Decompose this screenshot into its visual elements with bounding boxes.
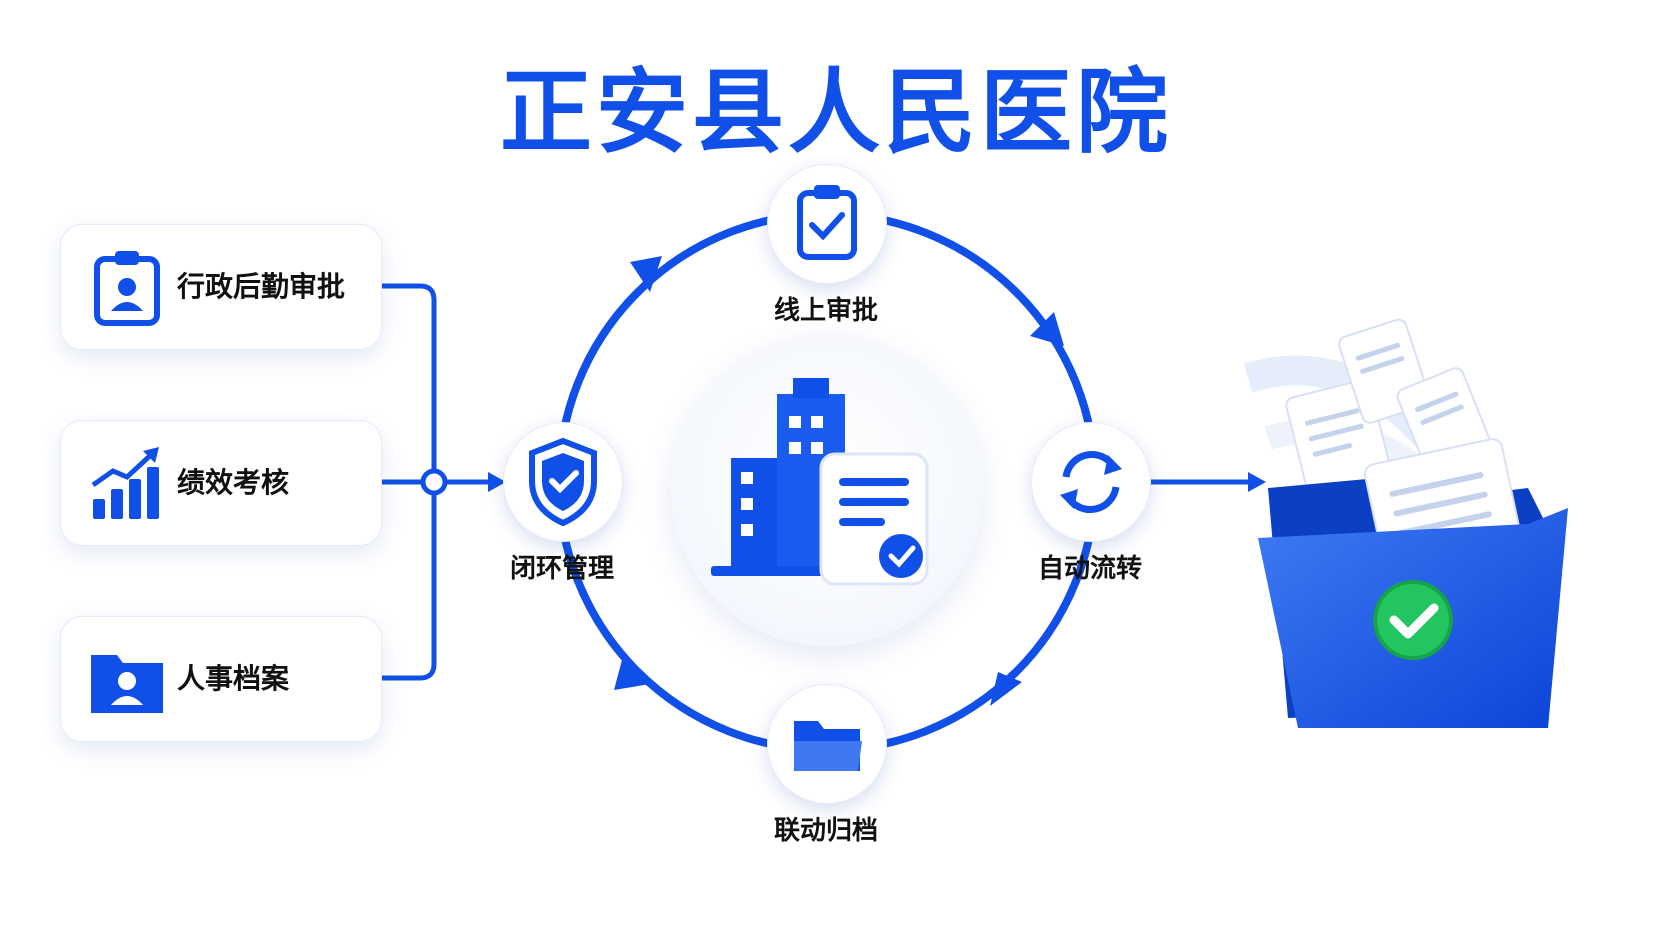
node-label: 闭环管理 (509, 554, 614, 584)
central-hub (671, 334, 983, 646)
card-label: 绩效考核 (177, 466, 290, 499)
growth-chart-icon (91, 447, 159, 519)
node-auto-flow[interactable] (1031, 422, 1151, 542)
node-label: 自动流转 (1037, 554, 1142, 584)
node-closed-loop[interactable] (503, 422, 623, 542)
folder-icon (794, 721, 862, 771)
card-label: 行政后勤审批 (177, 270, 346, 303)
card-performance[interactable]: 绩效考核 (60, 420, 382, 546)
personnel-folder-icon (91, 655, 163, 713)
card-label: 人事档案 (177, 662, 290, 695)
card-personnel-records[interactable]: 人事档案 (60, 616, 382, 742)
node-linked-archive[interactable] (767, 684, 887, 804)
node-label: 线上审批 (773, 296, 878, 326)
page-title: 正安县人民医院 (499, 59, 1172, 166)
node-online-approval[interactable] (767, 164, 887, 284)
archive-folder-check-icon (1243, 318, 1568, 728)
hospital-building-document-icon (711, 378, 929, 586)
sync-icon (1060, 451, 1122, 513)
node-label: 联动归档 (773, 816, 878, 846)
id-badge-clipboard-icon (94, 251, 160, 326)
clipboard-check-icon (797, 185, 857, 260)
shield-check-icon (529, 437, 597, 527)
card-admin-approval[interactable]: 行政后勤审批 (60, 224, 382, 350)
